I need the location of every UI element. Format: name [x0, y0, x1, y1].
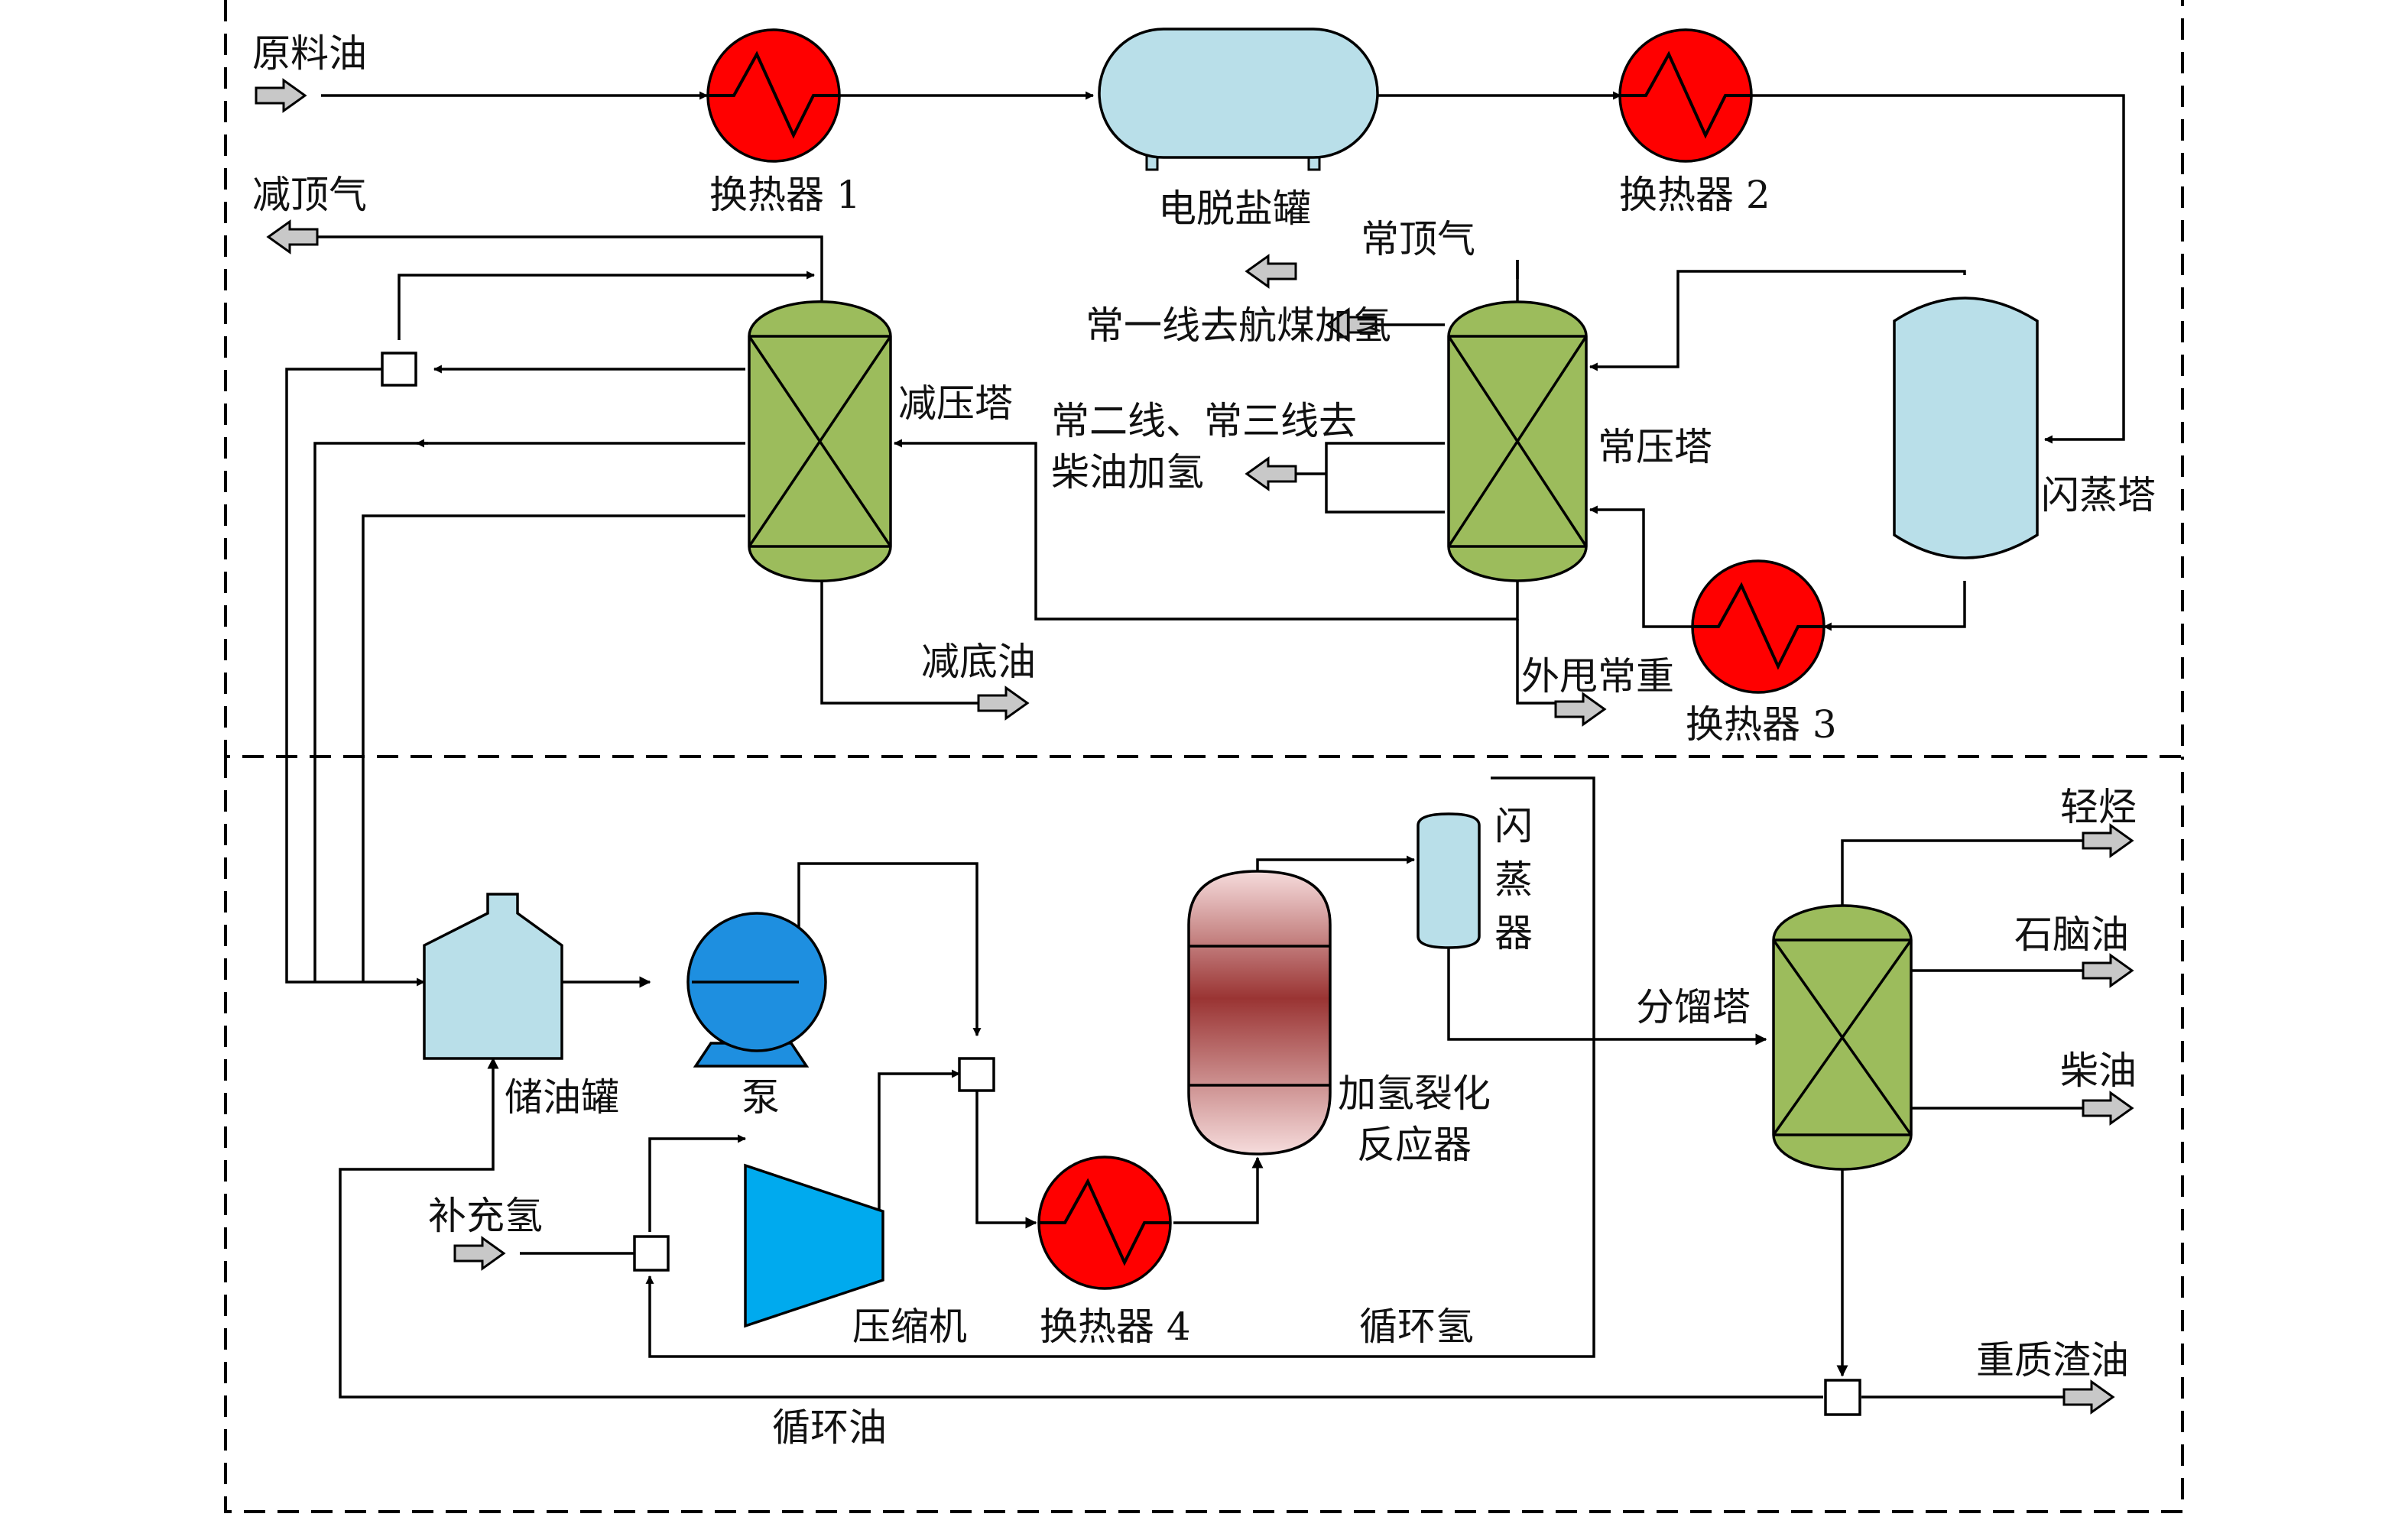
label-makeup-hydrogen: 补充氢 [428, 1194, 543, 1238]
label-vac-bottom-oil: 减底油 [921, 640, 1036, 684]
fractionator [1772, 904, 1913, 1171]
arrow-vac-top-gas-out [267, 220, 319, 254]
label-hydrocracker-2: 反应器 [1357, 1123, 1472, 1167]
label-recycle-hydrogen: 循环氢 [1359, 1305, 1474, 1349]
atmospheric-tower [1447, 300, 1588, 582]
label-atm-first-line: 常一线去航煤加氢 [1086, 303, 1391, 348]
label-hx1: 换热器 1 [709, 173, 861, 217]
mixer-node-hydrogen [633, 1235, 670, 1272]
label-vac-top-gas: 减顶气 [252, 173, 367, 217]
arrow-naphtha-out [2082, 954, 2134, 987]
arrow-light-hydrocarbon-out [2082, 824, 2134, 857]
label-flash-drum-char-3: 器 [1494, 911, 1533, 955]
label-diesel: 柴油 [2060, 1049, 2137, 1093]
vacuum-tower [748, 300, 892, 582]
heat-exchanger-3 [1691, 559, 1825, 694]
arrow-diesel-hydro-out [1245, 457, 1297, 491]
pump [686, 912, 827, 1068]
label-naphtha: 石脑油 [2014, 912, 2129, 957]
heat-exchanger-4 [1037, 1156, 1172, 1290]
label-flash-drum-char-1: 闪 [1494, 804, 1533, 848]
compressor [744, 1163, 884, 1328]
label-flash-tower: 闪蒸塔 [2041, 473, 2156, 517]
mixer-node-upper [381, 352, 417, 387]
hydrocracking-reactor [1187, 870, 1332, 1156]
arrow-feed-oil-in [255, 79, 307, 112]
label-atm-second-third-line-1: 常二线、常三线去 [1051, 399, 1357, 443]
label-fractionator: 分馏塔 [1636, 985, 1751, 1029]
flash-tower [1893, 297, 2039, 559]
label-feed-oil: 原料油 [252, 31, 367, 76]
arrow-atm-top-gas-out [1245, 254, 1297, 288]
flash-drum [1417, 812, 1481, 949]
label-hydrocracker-1: 加氢裂化 [1338, 1071, 1491, 1116]
arrow-vac-bottom-oil-out [977, 686, 1029, 720]
label-pump: 泵 [742, 1075, 780, 1120]
arrow-heavy-residue-out [2062, 1380, 2114, 1414]
arrow-atm-residue-out [1554, 692, 1606, 726]
heat-exchanger-2 [1618, 28, 1753, 163]
label-atm-residue-export: 外甩常重 [1521, 654, 1674, 699]
label-atm-tower: 常压塔 [1598, 425, 1712, 469]
storage-tank [423, 893, 563, 1060]
label-flash-drum-char-2: 蒸 [1494, 857, 1533, 902]
desalter-tank [1098, 28, 1379, 171]
arrow-diesel-out [2082, 1091, 2134, 1125]
label-hx2: 换热器 2 [1619, 173, 1770, 217]
label-hx3: 换热器 3 [1686, 702, 1837, 747]
label-vacuum-tower: 减压塔 [898, 381, 1013, 426]
heat-exchanger-1 [706, 28, 841, 163]
label-atm-top-gas: 常顶气 [1361, 217, 1475, 261]
label-compressor: 压缩机 [852, 1305, 967, 1349]
lower-section-border [224, 757, 2184, 1513]
label-light-hydrocarbon: 轻烃 [2060, 785, 2137, 829]
label-hx4: 换热器 4 [1040, 1305, 1191, 1349]
label-atm-second-third-line-2: 柴油加氢 [1051, 450, 1204, 494]
upper-section-border [224, 0, 2184, 758]
arrow-makeup-hydrogen-in [453, 1237, 505, 1270]
mixer-node-residue [1824, 1379, 1861, 1416]
label-recycle-oil: 循环油 [772, 1405, 887, 1450]
label-desalter: 电脱盐罐 [1158, 186, 1311, 231]
label-heavy-residue: 重质渣油 [1976, 1338, 2129, 1382]
label-storage-tank: 储油罐 [505, 1075, 619, 1120]
mixer-node-compressor [958, 1057, 995, 1092]
